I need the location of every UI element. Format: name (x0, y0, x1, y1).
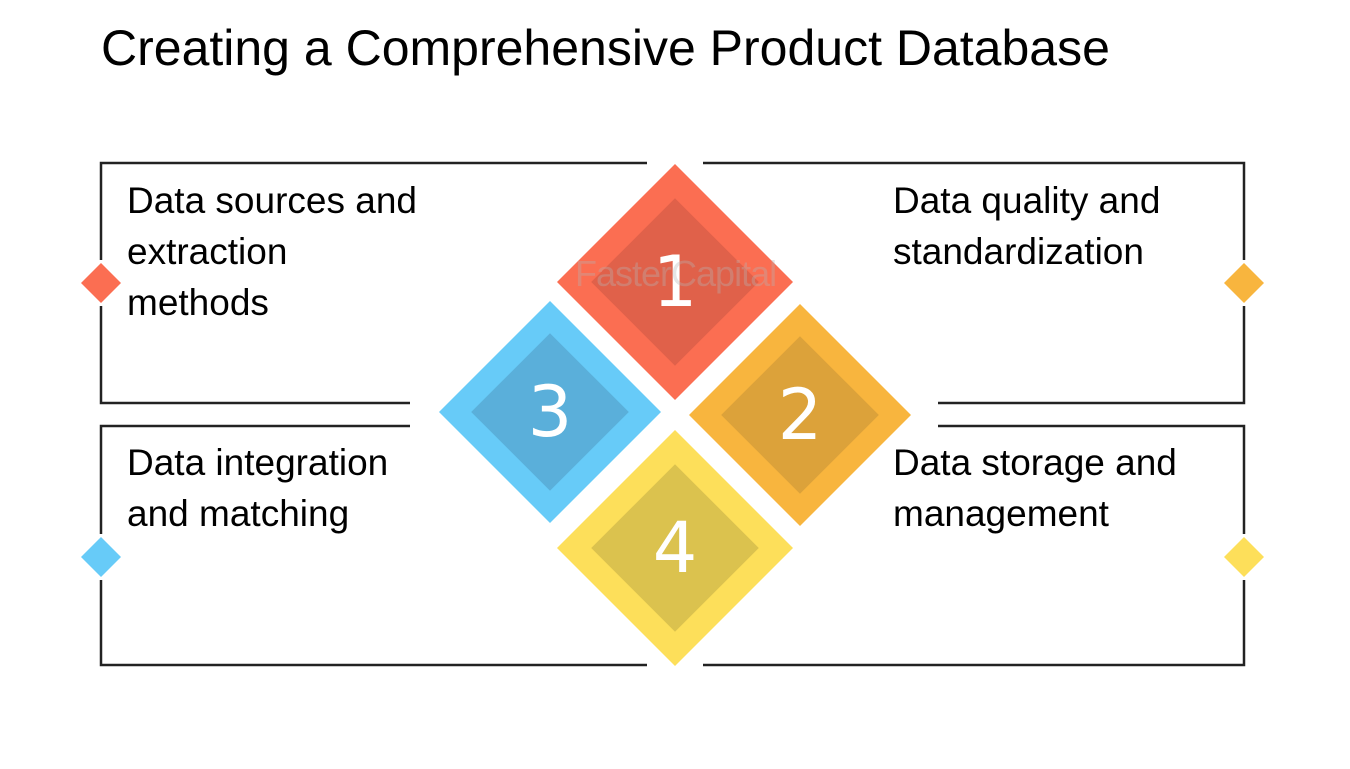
frame-bottom-left-lower (99, 580, 647, 667)
frame-bottom-left (99, 424, 410, 534)
diamond-inner (471, 333, 629, 491)
frame-top-left (99, 161, 647, 260)
diamond-inner (591, 198, 759, 366)
watermark: FasterCapital (575, 253, 777, 294)
frame-top-right-lower (938, 306, 1246, 405)
frame-bottom-right (938, 424, 1246, 534)
step-1-label: Data sources and extraction methods (127, 175, 417, 328)
step-2-diamond: 2 (689, 304, 911, 526)
frame-top-right (703, 161, 1246, 260)
frame-lines (99, 161, 1246, 667)
step-number: 2 (778, 374, 823, 456)
step-1-diamond: 1 (557, 164, 793, 400)
step-number: 3 (528, 371, 573, 453)
label-line: standardization (893, 231, 1144, 272)
step-3-marker-icon (81, 537, 121, 577)
label-line: Data storage and (893, 442, 1177, 483)
step-number: 4 (653, 507, 698, 589)
label-line: management (893, 493, 1109, 534)
diamond-inner (591, 464, 759, 632)
label-line: Data integration (127, 442, 389, 483)
diamond-inner (721, 336, 879, 494)
label-line: Data quality and (893, 180, 1161, 221)
label-line: extraction (127, 231, 288, 272)
frame-top-left-lower (99, 306, 410, 405)
label-line: methods (127, 282, 269, 323)
step-3-diamond: 3 (439, 301, 661, 523)
step-2-label: Data quality and standardization (893, 175, 1160, 277)
label-line: Data sources and (127, 180, 418, 221)
label-line: and matching (127, 493, 350, 534)
step-4-marker-icon (1224, 537, 1264, 577)
step-4-diamond: 4 (557, 430, 793, 666)
step-3-label: Data integration and matching (127, 437, 388, 539)
step-number: 1 (653, 241, 698, 323)
step-4-label: Data storage and management (893, 437, 1177, 539)
step-2-marker-icon (1224, 263, 1264, 303)
diagram-title: Creating a Comprehensive Product Databas… (101, 20, 1110, 76)
frame-bottom-right-lower (703, 580, 1246, 667)
step-1-marker-icon (81, 263, 121, 303)
